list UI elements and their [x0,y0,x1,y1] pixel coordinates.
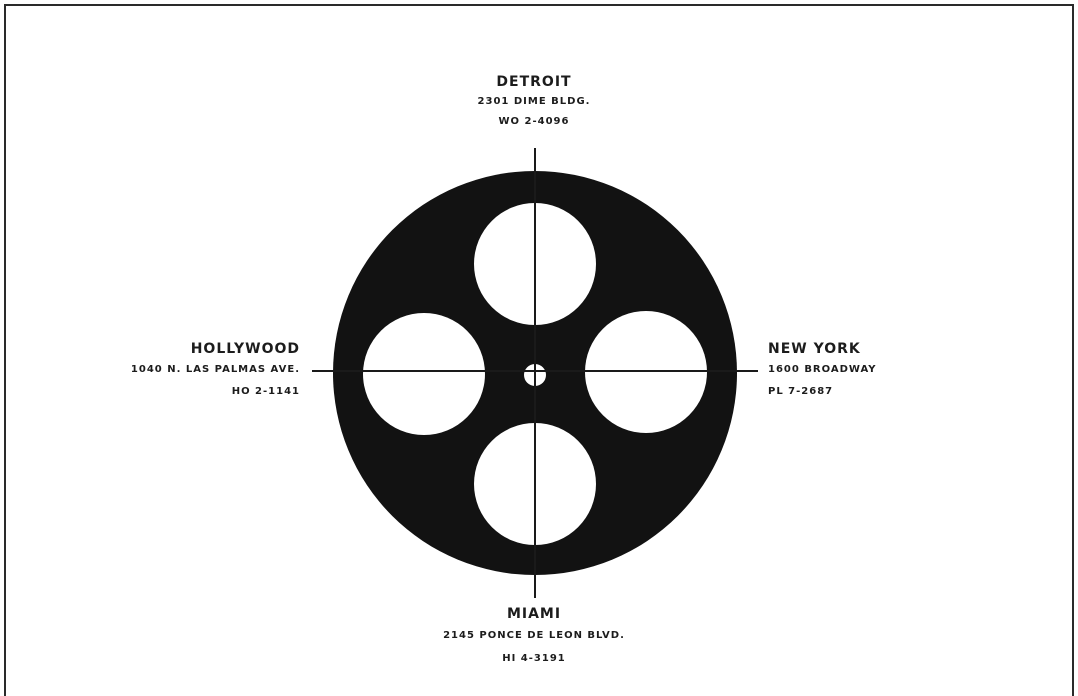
office-city: HOLLYWOOD [40,339,300,359]
office-city: DETROIT [334,72,734,92]
office-address: 2301 DIME BLDG. [334,92,734,112]
office-detroit: DETROIT 2301 DIME BLDG. WO 2-4096 [334,72,734,132]
office-miami: MIAMI 2145 PONCE DE LEON BLVD. HI 4-3191 [334,604,734,670]
office-phone: HO 2-1141 [40,381,300,403]
office-phone: PL 7-2687 [768,381,1028,403]
office-hollywood: HOLLYWOOD 1040 N. LAS PALMAS AVE. HO 2-1… [40,339,300,403]
office-city: NEW YORK [768,339,1028,359]
office-city: MIAMI [334,604,734,624]
office-address: 2145 PONCE DE LEON BLVD. [334,624,734,647]
office-address: 1040 N. LAS PALMAS AVE. [40,359,300,381]
reel-hole-left [363,313,485,435]
office-phone: WO 2-4096 [334,112,734,132]
office-address: 1600 BROADWAY [768,359,1028,381]
office-phone: HI 4-3191 [334,647,734,670]
office-new-york: NEW YORK 1600 BROADWAY PL 7-2687 [768,339,1028,403]
